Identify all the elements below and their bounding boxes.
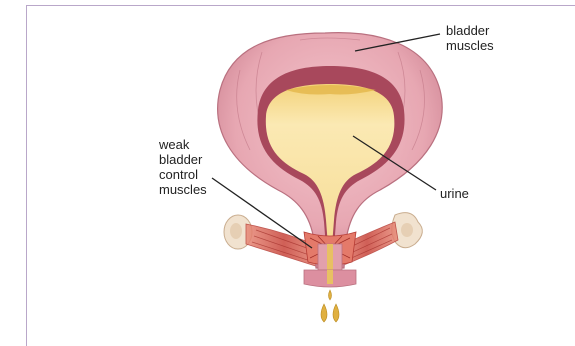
- urethra-urine: [327, 244, 333, 270]
- label-urine: urine: [440, 186, 469, 201]
- urine-drips: [321, 290, 339, 322]
- label-bladder-muscles: bladder muscles: [446, 23, 494, 53]
- label-weak-bladder-control-muscles: weak bladder control muscles: [159, 137, 207, 197]
